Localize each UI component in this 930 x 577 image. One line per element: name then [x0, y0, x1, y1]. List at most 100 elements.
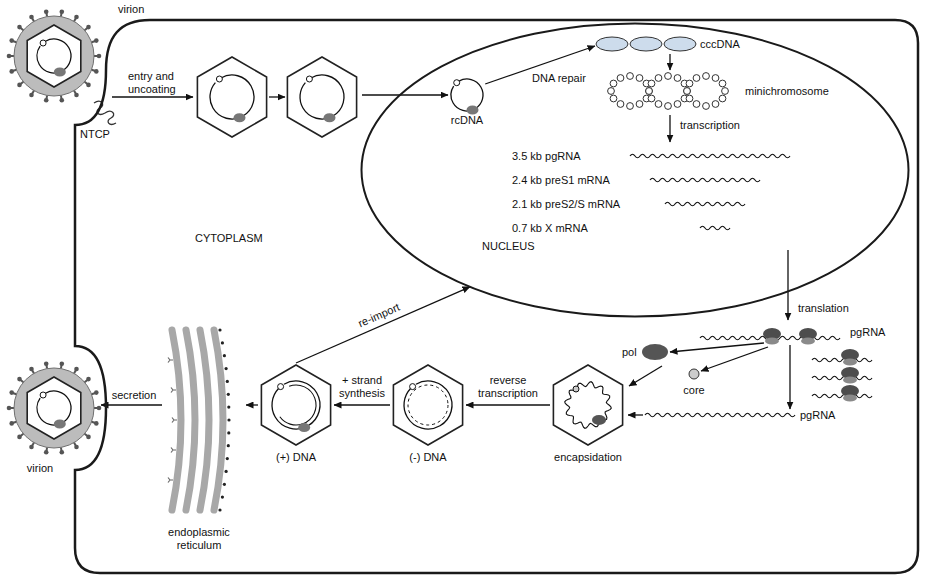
circle-shape	[7, 406, 12, 411]
circle-shape	[226, 457, 229, 460]
text-label: 2.4 kb preS1 mRNA	[512, 174, 610, 187]
path-shape	[168, 478, 173, 483]
path-shape	[214, 330, 223, 510]
circle-shape	[94, 390, 99, 395]
flow-arrow	[701, 347, 768, 371]
text-label: pgRNA	[850, 326, 885, 339]
circle-shape	[617, 101, 624, 108]
ellipse-shape	[467, 106, 479, 115]
ellipse-shape	[765, 338, 779, 345]
circle-shape	[227, 431, 230, 434]
ellipse-shape	[592, 415, 606, 425]
flow-arrow	[670, 343, 764, 352]
rna-strand	[812, 394, 872, 398]
circle-shape	[410, 384, 416, 390]
ribosome	[841, 349, 859, 366]
capsid-icon	[197, 57, 266, 137]
flow-arrow	[669, 54, 670, 70]
ellipse-shape	[801, 338, 815, 345]
node-label: CYTOPLASM	[195, 232, 263, 245]
circle-shape	[227, 444, 230, 447]
ellipse-shape	[630, 37, 662, 51]
rna-strand	[812, 358, 872, 362]
circle-shape	[60, 450, 65, 455]
ellipse-shape	[596, 37, 628, 51]
polygon-shape	[27, 25, 81, 87]
node-label: endoplasmic reticulum	[154, 526, 244, 552]
ribosome	[763, 328, 781, 345]
ellipse-shape	[664, 37, 696, 51]
core-protein	[689, 369, 699, 379]
edge-label: DNA repair	[530, 72, 588, 85]
circle-shape	[44, 98, 49, 103]
node-label: virion	[27, 462, 53, 475]
node-label: virion	[118, 3, 144, 16]
circle-shape	[17, 377, 22, 382]
edge-label: secretion	[110, 389, 159, 402]
circle-shape	[226, 380, 229, 383]
polygon-shape	[197, 57, 266, 137]
circle-shape	[646, 88, 653, 95]
polygon-shape	[287, 57, 356, 137]
edge-label: + strand synthesis	[334, 374, 390, 400]
polygon-shape	[553, 365, 622, 445]
circle-shape	[31, 385, 77, 431]
path-shape	[172, 330, 181, 510]
circle-shape	[648, 80, 655, 87]
circle-shape	[263, 372, 329, 438]
circle-shape	[74, 367, 79, 372]
circle-shape	[29, 93, 34, 98]
circle-shape	[31, 33, 77, 79]
cell-outline: CYTOPLASMNUCLEUSrcDNAcccDNAminichromosom…	[75, 20, 920, 575]
virion-particle: virion	[7, 360, 101, 477]
polygon-shape	[27, 377, 81, 439]
circle-shape	[703, 103, 710, 110]
circle-shape	[227, 418, 230, 421]
ellipse-shape	[298, 423, 310, 432]
node-label: (-) DNA	[409, 451, 446, 464]
circle-shape	[686, 80, 693, 87]
capsid-icon	[287, 57, 356, 137]
minichromosome-beads: minichromosome	[605, 70, 835, 112]
er-stack: endoplasmic reticulum	[162, 318, 246, 558]
circle-shape	[218, 508, 221, 511]
circle-shape	[445, 73, 489, 117]
circle-shape	[270, 379, 321, 430]
ellipse-shape	[843, 395, 857, 402]
rna-strand	[812, 376, 872, 380]
circle-shape	[627, 73, 634, 80]
circle-shape	[44, 9, 49, 14]
capsid-hexagon: (+) DNA	[258, 363, 334, 466]
node-label: (+) DNA	[276, 451, 316, 464]
polymerase-protein	[642, 344, 668, 360]
rna-strand	[630, 154, 790, 158]
circle-shape	[454, 80, 460, 86]
circle-shape	[221, 341, 224, 344]
er-stack-shape	[162, 318, 246, 558]
circle-shape	[202, 67, 262, 127]
flow-arrow	[629, 366, 662, 386]
entry-arrow	[112, 96, 193, 97]
flow-arrow	[362, 94, 448, 95]
circle-shape	[674, 101, 681, 108]
circle-shape	[94, 421, 99, 426]
circle-shape	[684, 88, 691, 95]
circle-shape	[94, 38, 99, 43]
circle-shape	[17, 83, 22, 88]
text-label: entry and uncoating	[128, 70, 188, 96]
text-label: pgRNA	[800, 409, 835, 422]
node-label: rcDNA	[451, 114, 483, 127]
rna-strand	[650, 178, 760, 182]
path-shape	[186, 330, 195, 510]
circle-shape	[221, 496, 224, 499]
capsid-hexagon-shape	[258, 363, 334, 466]
circle-shape	[655, 75, 662, 82]
path-shape	[75, 20, 918, 573]
circle-shape	[44, 450, 49, 455]
ellipse-shape	[843, 359, 857, 366]
circle-shape	[665, 103, 672, 110]
polygon-shape	[261, 365, 330, 445]
circle-shape	[227, 393, 230, 396]
text-label: translation	[798, 302, 849, 315]
rna-strand	[645, 413, 795, 417]
